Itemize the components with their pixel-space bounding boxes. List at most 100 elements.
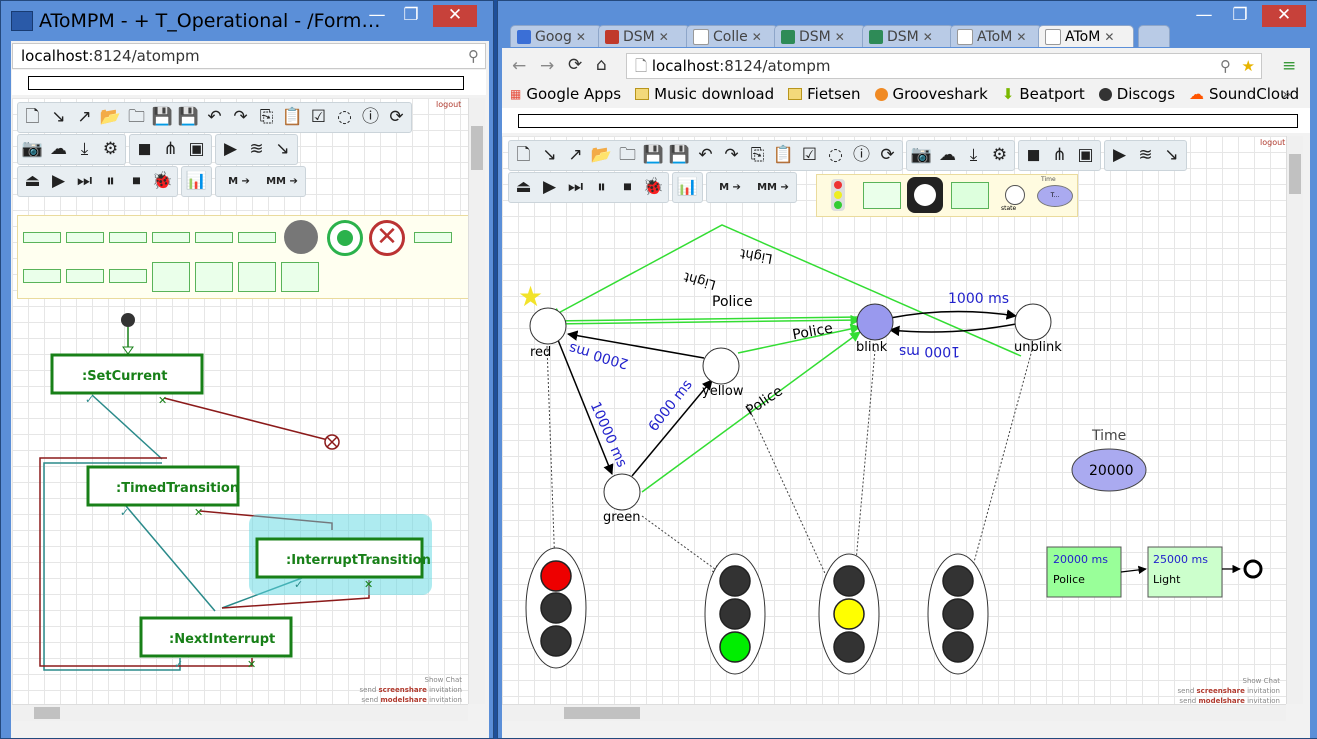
logout-link[interactable]: logout xyxy=(436,100,462,109)
step-icon[interactable]: ⏭ xyxy=(76,171,93,191)
right-vertical-scrollbar[interactable] xyxy=(1286,136,1303,704)
time-counter[interactable]: 20000 xyxy=(1071,448,1147,492)
paste-icon[interactable]: 📋 xyxy=(281,107,304,127)
show-chat-link[interactable]: Show Chat xyxy=(1242,677,1280,685)
m-arrow-icon[interactable]: M ➔ xyxy=(228,175,250,187)
palette-event-box[interactable] xyxy=(863,182,901,209)
left-vertical-scrollbar[interactable] xyxy=(468,98,485,704)
minimize-button[interactable]: — xyxy=(368,5,386,25)
palette-rule-5[interactable] xyxy=(195,232,233,243)
shapes-icon[interactable]: ◼ xyxy=(137,139,152,159)
rule-set-current[interactable]: :SetCurrent xyxy=(50,353,204,395)
palette-rule-7[interactable] xyxy=(414,232,452,243)
camera-icon[interactable]: 📷 xyxy=(21,139,44,159)
show-chat-link[interactable]: Show Chat xyxy=(424,676,462,684)
undo-icon[interactable]: ↶ xyxy=(207,107,222,127)
tab-5[interactable]: DSM✕ xyxy=(862,25,954,47)
tab-close-icon[interactable]: ✕ xyxy=(751,29,762,44)
tab-6[interactable]: AToM✕ xyxy=(950,25,1042,47)
validate-icon[interactable]: ☑ xyxy=(801,145,818,165)
tab-close-icon[interactable]: ✕ xyxy=(575,29,586,44)
next-icon[interactable]: ▶ xyxy=(1112,145,1127,165)
step-icon[interactable]: ⏭ xyxy=(567,177,584,197)
export-icon[interactable]: ↗ xyxy=(568,145,583,165)
redo-icon[interactable]: ↷ xyxy=(233,107,248,127)
palette-final-icon[interactable] xyxy=(907,177,943,213)
left-address-bar[interactable]: localhost:8124/atompm ⚲ xyxy=(12,43,486,69)
chart-icon[interactable]: 📊 xyxy=(676,177,699,197)
reload-icon[interactable]: ⟳ xyxy=(568,55,583,75)
event-police[interactable]: 20000 ms Police xyxy=(1046,546,1122,598)
rule-interrupt-transition[interactable]: :InterruptTransition xyxy=(255,537,431,579)
state-unblink[interactable]: unblink xyxy=(1014,303,1062,355)
palette-state-box[interactable] xyxy=(951,182,989,209)
refresh-icon[interactable]: ⟳ xyxy=(880,145,895,165)
info-icon[interactable]: ⓘ xyxy=(853,145,870,165)
dialog-input[interactable] xyxy=(28,76,464,90)
tab-4[interactable]: DSM✕ xyxy=(774,25,866,47)
bookmark-discogs[interactable]: Discogs xyxy=(1098,85,1175,103)
palette-rule-4[interactable] xyxy=(152,232,190,243)
palette-block-1[interactable] xyxy=(152,262,190,292)
zoom-icon[interactable]: ⚲ xyxy=(468,47,479,65)
rule-next-interrupt[interactable]: :NextInterrupt xyxy=(139,616,293,658)
info-icon[interactable]: ⓘ xyxy=(362,107,379,127)
right-canvas[interactable]: logout 🗋 ↘ ↗ 📂 🗀 💾 💾 ↶ ↷ ⎘ 📋 ☑ ◌ ⓘ xyxy=(502,136,1286,704)
merge-icon[interactable]: ↘ xyxy=(275,139,290,159)
mm-arrow-icon[interactable]: MM ➔ xyxy=(757,181,789,193)
shapes-icon[interactable]: ◼ xyxy=(1026,145,1041,165)
layout-icon[interactable]: ▣ xyxy=(188,139,205,159)
left-horizontal-scrollbar[interactable] xyxy=(12,704,468,721)
tab-2[interactable]: DSM✕ xyxy=(598,25,690,47)
new-folder-icon[interactable]: 🗀 xyxy=(128,107,145,127)
right-address-bar[interactable]: 🗋 localhost:8124/atompm ⚲ ★ xyxy=(626,53,1262,79)
validate-icon[interactable]: ☑ xyxy=(310,107,327,127)
forward-icon[interactable]: → xyxy=(540,56,555,76)
tab-close-icon[interactable]: ✕ xyxy=(1016,29,1027,44)
save-icon[interactable]: 💾 xyxy=(151,107,174,127)
new-file-icon[interactable]: 🗋 xyxy=(516,145,531,165)
zoom-icon[interactable]: ⚲ xyxy=(1220,57,1231,75)
open-folder-icon[interactable]: 📂 xyxy=(590,145,613,165)
event-light[interactable]: 25000 ms Light xyxy=(1147,546,1223,598)
new-file-icon[interactable]: 🗋 xyxy=(25,107,40,127)
cloud-icon[interactable]: ☁ xyxy=(50,139,67,159)
right-vscroll-thumb[interactable] xyxy=(1289,154,1301,194)
left-hscroll-thumb[interactable] xyxy=(34,707,60,719)
dialog-input[interactable] xyxy=(518,114,1298,128)
state-blink[interactable]: blink xyxy=(856,303,894,355)
stop-icon[interactable]: ⏹ xyxy=(132,171,141,191)
palette-rule-6[interactable] xyxy=(238,232,276,243)
copy-icon[interactable]: ⎘ xyxy=(259,107,274,127)
close-button[interactable]: ✕ xyxy=(1262,5,1306,27)
next-icon[interactable]: ▶ xyxy=(223,139,238,159)
settings-icon[interactable]: ⚙ xyxy=(991,145,1008,165)
restore-button[interactable]: ❐ xyxy=(1232,5,1248,25)
palette-block-2[interactable] xyxy=(195,262,233,292)
state-green[interactable]: green xyxy=(603,473,641,525)
palette-rule-1[interactable] xyxy=(23,232,61,243)
settings-icon[interactable]: ⚙ xyxy=(102,139,119,159)
paste-icon[interactable]: 📋 xyxy=(772,145,795,165)
tab-3[interactable]: Colle✕ xyxy=(686,25,778,47)
state-yellow[interactable]: yellow xyxy=(702,347,744,399)
layers-icon[interactable]: ≋ xyxy=(249,139,264,159)
new-folder-icon[interactable]: 🗀 xyxy=(619,145,636,165)
right-horizontal-scrollbar[interactable] xyxy=(502,704,1286,721)
bookmark-star-icon[interactable]: ★ xyxy=(1241,57,1255,75)
right-hscroll-thumb[interactable] xyxy=(564,707,640,719)
share-icon[interactable]: ⋔ xyxy=(163,139,178,159)
chart-icon[interactable]: 📊 xyxy=(185,171,208,191)
mm-arrow-icon[interactable]: MM ➔ xyxy=(266,175,298,187)
state-red[interactable]: red xyxy=(529,307,567,360)
layout-icon[interactable]: ▣ xyxy=(1077,145,1094,165)
layers-icon[interactable]: ≋ xyxy=(1138,145,1153,165)
palette-rule-9[interactable] xyxy=(66,269,104,283)
palette-time-icon[interactable]: T... xyxy=(1037,185,1073,207)
palette-rule-2[interactable] xyxy=(66,232,104,243)
modelshare-link[interactable]: modelshare xyxy=(380,696,427,704)
palette-rule-10[interactable] xyxy=(109,269,147,283)
m-arrow-icon[interactable]: M ➔ xyxy=(719,181,741,193)
bookmark-music-download[interactable]: Music download xyxy=(635,85,774,103)
toggle-visibility-icon[interactable]: ◌ xyxy=(828,145,843,165)
